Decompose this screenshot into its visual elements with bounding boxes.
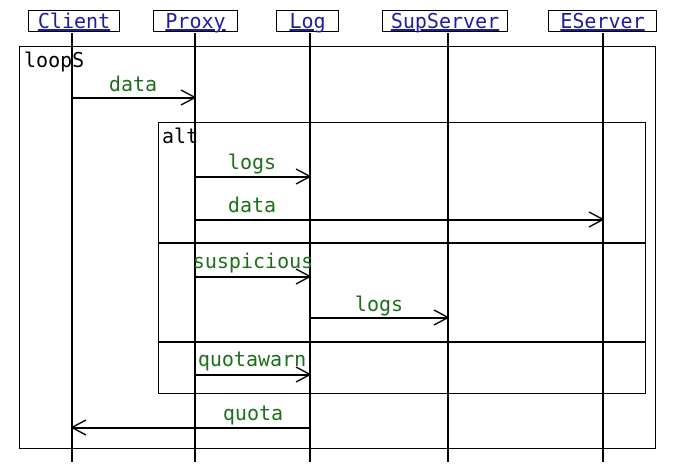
arrowhead-right-icon	[295, 168, 311, 185]
message-label-logs-2: logs	[354, 292, 404, 316]
lifeline-supserver	[447, 33, 449, 462]
participant-link-proxy[interactable]: Proxy	[165, 9, 226, 33]
message-line-logs-2	[310, 317, 448, 319]
alt-divider-1	[159, 242, 645, 244]
arrowhead-right-icon	[295, 268, 311, 285]
message-label-logs-1: logs	[227, 150, 277, 174]
message-label-data-1: data	[108, 72, 158, 96]
loop-frame	[19, 46, 656, 449]
arrowhead-right-icon	[433, 309, 449, 326]
message-line-data-1	[72, 97, 195, 99]
loop-frame-label: loopS	[24, 48, 85, 72]
participant-link-log[interactable]: Log	[289, 9, 326, 33]
arrowhead-right-icon	[295, 366, 311, 383]
message-line-suspicious	[195, 276, 310, 278]
message-label-quota: quota	[222, 401, 284, 425]
lifeline-eserver	[602, 33, 604, 462]
message-line-data-2	[195, 219, 603, 221]
participant-box-proxy: Proxy	[153, 10, 238, 32]
message-label-suspicious: suspicious	[192, 249, 314, 273]
arrowhead-right-icon	[180, 89, 196, 106]
participant-link-eserver[interactable]: EServer	[560, 9, 645, 33]
alt-divider-2	[159, 341, 645, 343]
alt-frame-label: alt	[162, 124, 199, 148]
lifeline-client	[71, 33, 73, 462]
message-label-data-2: data	[227, 193, 277, 217]
message-label-quotawarn: quotawarn	[197, 347, 307, 371]
participant-box-eserver: EServer	[548, 10, 657, 32]
arrowhead-left-icon	[71, 419, 87, 436]
arrowhead-right-icon	[588, 211, 604, 228]
participant-box-supserver: SupServer	[382, 10, 508, 32]
participant-box-client: Client	[28, 10, 120, 32]
lifeline-proxy	[194, 33, 196, 462]
message-line-quotawarn	[195, 374, 310, 376]
message-line-quota	[72, 427, 310, 429]
participant-link-client[interactable]: Client	[37, 9, 111, 33]
participant-box-log: Log	[276, 10, 339, 32]
lifeline-log	[309, 33, 311, 462]
alt-frame	[158, 122, 646, 394]
message-line-logs-1	[195, 176, 310, 178]
participant-link-supserver[interactable]: SupServer	[390, 9, 500, 33]
